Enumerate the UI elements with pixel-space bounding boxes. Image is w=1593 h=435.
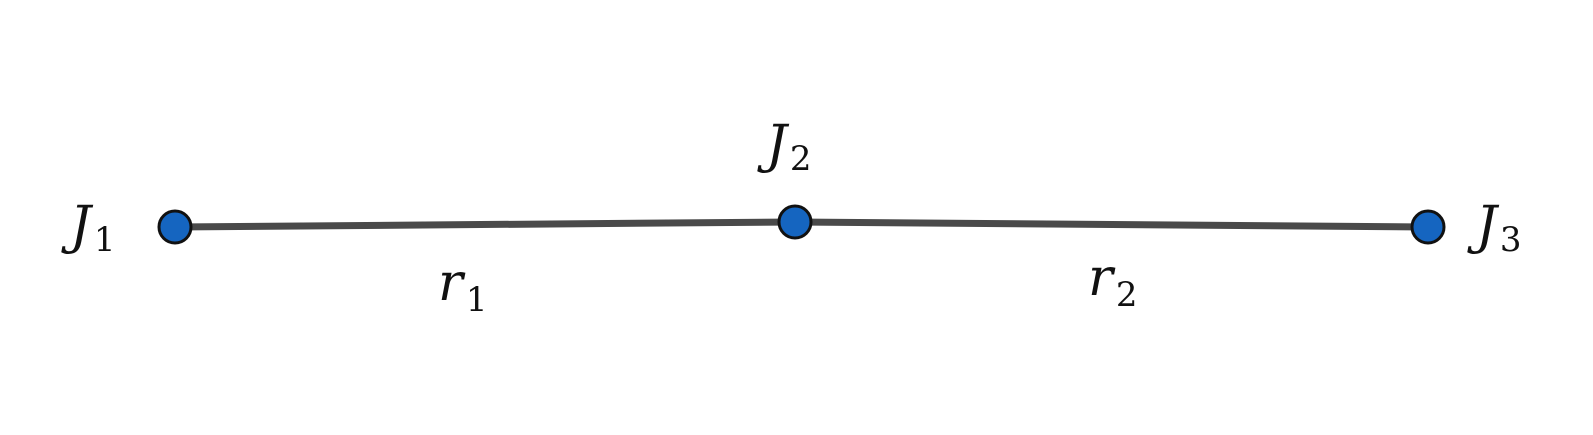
joint-j2 (777, 204, 813, 240)
joint-j1-label: J1 (61, 196, 116, 260)
joint-j3-symbol: J (1467, 196, 1500, 256)
joint-j3-subscript: 3 (1500, 220, 1522, 260)
joint-j1 (157, 209, 193, 245)
joint-j1-subscript: 1 (94, 220, 116, 260)
joint-j3-label: J3 (1467, 196, 1522, 260)
joint-j2-label: J2 (757, 115, 812, 179)
link-r1-subscript: 1 (466, 280, 488, 320)
link-r2-symbol: r (1088, 248, 1116, 308)
joint-j2-symbol: J (757, 115, 790, 175)
link-r1 (171, 218, 799, 231)
link-r2-subscript: 2 (1116, 275, 1138, 315)
joint-j2-subscript: 2 (790, 139, 812, 179)
joint-j3 (1410, 209, 1446, 245)
link-r1-label: r1 (438, 253, 488, 320)
link-r2-label: r2 (1088, 248, 1138, 315)
link-r2 (791, 218, 1432, 231)
link-r1-symbol: r (438, 253, 466, 313)
joint-j1-symbol: J (61, 196, 94, 256)
